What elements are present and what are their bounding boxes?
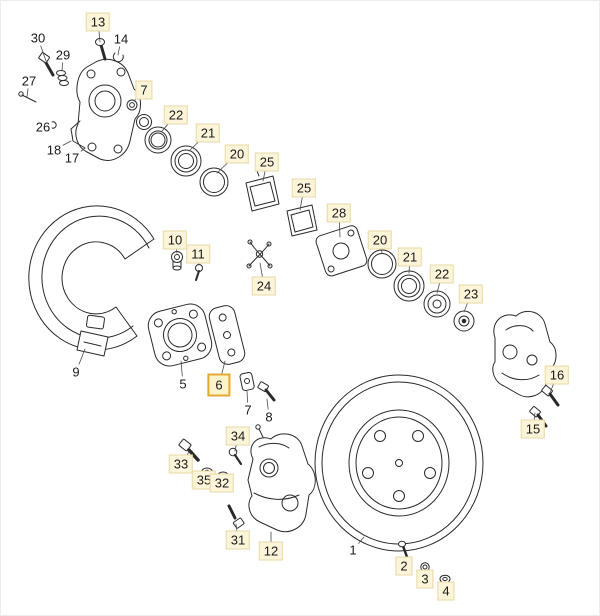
part-label-22[interactable]: 22	[163, 105, 189, 125]
caliper-right	[492, 310, 557, 398]
part-label-5[interactable]: 5	[177, 376, 189, 392]
part-label-8[interactable]: 8	[263, 409, 275, 425]
part-label-11[interactable]: 11	[186, 244, 210, 264]
part-label-13[interactable]: 13	[85, 12, 111, 32]
washer-4	[439, 574, 451, 584]
spring-29	[56, 70, 69, 86]
ring-20-right	[367, 249, 397, 279]
part-label-4[interactable]: 4	[437, 581, 455, 601]
part-label-28[interactable]: 28	[326, 203, 352, 223]
nut-3	[420, 562, 430, 572]
part-label-25[interactable]: 25	[291, 178, 317, 198]
part-label-21[interactable]: 21	[195, 123, 221, 143]
bolt-33	[178, 438, 200, 462]
part-label-7[interactable]: 7	[242, 402, 254, 418]
part-label-3[interactable]: 3	[416, 569, 434, 589]
part-label-24[interactable]: 24	[251, 276, 277, 296]
bolt-2	[398, 540, 409, 559]
ring-20-left	[199, 167, 229, 197]
cap-23	[453, 310, 475, 332]
washer-7-upper	[126, 99, 138, 111]
part-label-16[interactable]: 16	[544, 365, 570, 385]
cotter-pin-27	[18, 91, 37, 103]
part-label-20[interactable]: 20	[367, 230, 393, 250]
dust-shield	[28, 205, 155, 357]
part-label-7[interactable]: 7	[135, 80, 153, 100]
brake-disc-1	[314, 374, 484, 552]
part-label-21[interactable]: 21	[397, 247, 423, 267]
caliper-12	[247, 424, 316, 533]
part-label-20[interactable]: 20	[224, 144, 250, 164]
part-label-9[interactable]: 9	[70, 364, 82, 380]
part-label-34[interactable]: 34	[225, 426, 251, 446]
part-label-30[interactable]: 30	[28, 30, 48, 46]
part-label-29[interactable]: 29	[53, 47, 73, 63]
spacer-7	[239, 371, 255, 391]
part-label-12[interactable]: 12	[258, 541, 284, 561]
clip-14	[112, 52, 124, 63]
bolt-8	[257, 381, 276, 402]
part-label-1[interactable]: 1	[347, 542, 359, 558]
part-label-33[interactable]: 33	[168, 454, 194, 474]
cap-10	[171, 251, 183, 271]
part-label-32[interactable]: 32	[209, 473, 235, 493]
part-label-18[interactable]: 18	[44, 142, 64, 158]
part-label-15[interactable]: 15	[520, 419, 546, 439]
plate-28	[315, 225, 368, 277]
seal-22-left	[144, 126, 172, 154]
brake-pad-outer	[245, 170, 280, 212]
part-label-14[interactable]: 14	[111, 31, 131, 47]
part-label-17[interactable]: 17	[62, 150, 82, 166]
bracket-6	[208, 305, 246, 365]
part-label-6-selected[interactable]: 6	[207, 373, 231, 397]
hub-flange-5	[147, 303, 213, 367]
bolt-16	[541, 385, 560, 407]
pad-spring-24	[246, 239, 273, 269]
seal-22-right	[423, 290, 451, 318]
brake-pad-inner	[286, 204, 318, 237]
small-seal	[136, 114, 152, 130]
bearing-21-right	[393, 270, 425, 302]
part-label-25[interactable]: 25	[254, 152, 280, 172]
steering-knuckle	[70, 58, 141, 161]
part-label-23[interactable]: 23	[458, 284, 484, 304]
part-label-2[interactable]: 2	[395, 556, 413, 576]
part-label-26[interactable]: 26	[33, 119, 53, 135]
bolt-30	[38, 52, 55, 77]
bearing-21-left	[170, 145, 202, 177]
part-label-31[interactable]: 31	[225, 530, 251, 550]
part-label-10[interactable]: 10	[162, 230, 188, 250]
part-label-27[interactable]: 27	[19, 73, 39, 89]
part-label-22[interactable]: 22	[429, 264, 455, 284]
